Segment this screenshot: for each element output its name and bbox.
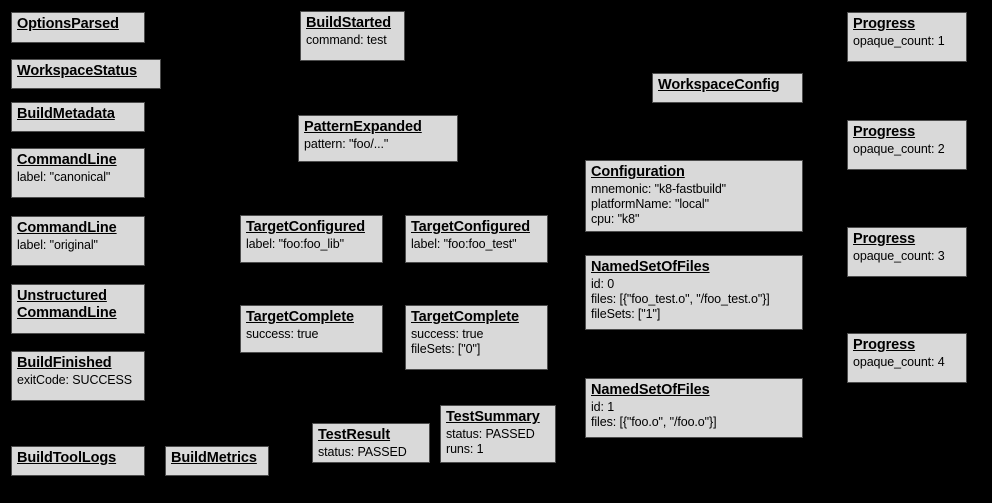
node-build-metrics[interactable]: BuildMetrics xyxy=(165,446,269,476)
node-fields: opaque_count: 1 xyxy=(853,34,945,49)
node-fields: status: PASSED xyxy=(318,445,407,460)
node-test-summary[interactable]: TestSummary status: PASSED runs: 1 xyxy=(440,405,556,463)
node-build-finished[interactable]: BuildFinished exitCode: SUCCESS xyxy=(11,351,145,401)
node-progress-1[interactable]: Progress opaque_count: 1 xyxy=(847,12,967,62)
node-options-parsed[interactable]: OptionsParsed xyxy=(11,12,145,43)
node-workspace-config[interactable]: WorkspaceConfig xyxy=(652,73,803,103)
node-title: CommandLine xyxy=(17,220,117,236)
node-build-started[interactable]: BuildStarted command: test xyxy=(300,11,405,61)
node-title: NamedSetOfFiles xyxy=(591,259,710,275)
node-test-result[interactable]: TestResult status: PASSED xyxy=(312,423,430,463)
node-title: TargetComplete xyxy=(246,309,354,325)
node-title: BuildStarted xyxy=(306,15,392,31)
node-fields: label: "foo:foo_test" xyxy=(411,237,517,252)
node-fields: label: "canonical" xyxy=(17,170,111,185)
node-target-configured-lib[interactable]: TargetConfigured label: "foo:foo_lib" xyxy=(240,215,383,263)
node-title: WorkspaceConfig xyxy=(658,77,780,93)
node-fields: command: test xyxy=(306,33,387,48)
node-fields: mnemonic: "k8-fastbuild" platformName: "… xyxy=(591,182,727,226)
node-title: NamedSetOfFiles xyxy=(591,382,710,398)
node-fields: label: "original" xyxy=(17,238,98,253)
node-workspace-status[interactable]: WorkspaceStatus xyxy=(11,59,161,89)
node-fields: exitCode: SUCCESS xyxy=(17,373,133,388)
node-title: TargetComplete xyxy=(411,309,519,325)
node-fields: id: 0 files: [{"foo_test.o", "/foo_test.… xyxy=(591,277,770,321)
node-target-complete-test[interactable]: TargetComplete success: true fileSets: ["… xyxy=(405,305,548,370)
node-title: TargetConfigured xyxy=(411,219,530,235)
node-title: TestResult xyxy=(318,427,391,443)
node-progress-2[interactable]: Progress opaque_count: 2 xyxy=(847,120,967,170)
node-fields: opaque_count: 3 xyxy=(853,249,945,264)
node-pattern-expanded[interactable]: PatternExpanded pattern: "foo/..." xyxy=(298,115,458,162)
node-title: Unstructured CommandLine xyxy=(17,288,117,322)
node-title: BuildMetadata xyxy=(17,106,115,122)
node-title: Progress xyxy=(853,124,916,140)
node-title: TargetConfigured xyxy=(246,219,365,235)
node-title: BuildFinished xyxy=(17,355,112,371)
node-title: Progress xyxy=(853,337,916,353)
node-title: CommandLine xyxy=(17,152,117,168)
node-unstructured-command-line[interactable]: Unstructured CommandLine xyxy=(11,284,145,334)
node-title: TestSummary xyxy=(446,409,540,425)
node-progress-3[interactable]: Progress opaque_count: 3 xyxy=(847,227,967,277)
node-title: Configuration xyxy=(591,164,685,180)
node-fields: success: true fileSets: ["0"] xyxy=(411,327,484,356)
node-named-set-of-files-0[interactable]: NamedSetOfFiles id: 0 files: [{"foo_test.… xyxy=(585,255,803,330)
node-fields: id: 1 files: [{"foo.o", "/foo.o"}] xyxy=(591,400,717,429)
node-fields: status: PASSED runs: 1 xyxy=(446,427,535,456)
node-title: BuildMetrics xyxy=(171,450,257,466)
node-fields: success: true xyxy=(246,327,319,342)
node-fields: opaque_count: 4 xyxy=(853,355,945,370)
node-title: Progress xyxy=(853,231,916,247)
node-fields: label: "foo:foo_lib" xyxy=(246,237,344,252)
node-title: OptionsParsed xyxy=(17,16,119,32)
node-title: WorkspaceStatus xyxy=(17,63,137,79)
node-target-configured-test[interactable]: TargetConfigured label: "foo:foo_test" xyxy=(405,215,548,263)
node-title: BuildToolLogs xyxy=(17,450,117,466)
node-named-set-of-files-1[interactable]: NamedSetOfFiles id: 1 files: [{"foo.o", "… xyxy=(585,378,803,438)
node-build-metadata[interactable]: BuildMetadata xyxy=(11,102,145,132)
node-fields: pattern: "foo/..." xyxy=(304,137,389,152)
node-progress-4[interactable]: Progress opaque_count: 4 xyxy=(847,333,967,383)
node-command-line-canonical[interactable]: CommandLine label: "canonical" xyxy=(11,148,145,198)
node-fields: opaque_count: 2 xyxy=(853,142,945,157)
node-configuration[interactable]: Configuration mnemonic: "k8-fastbuild" pl… xyxy=(585,160,803,232)
node-title: Progress xyxy=(853,16,916,32)
node-title: PatternExpanded xyxy=(304,119,422,135)
node-target-complete-lib[interactable]: TargetComplete success: true xyxy=(240,305,383,353)
node-command-line-original[interactable]: CommandLine label: "original" xyxy=(11,216,145,266)
node-build-tool-logs[interactable]: BuildToolLogs xyxy=(11,446,145,476)
